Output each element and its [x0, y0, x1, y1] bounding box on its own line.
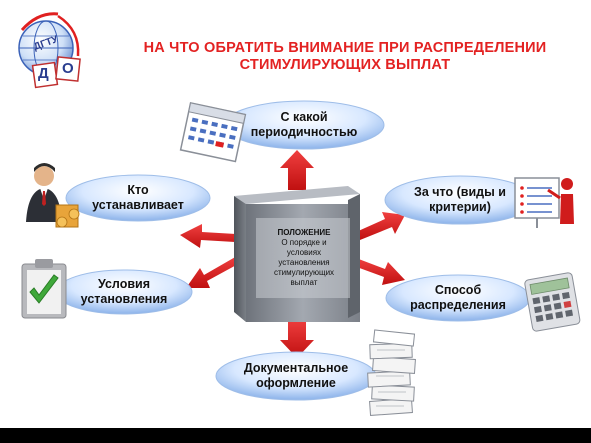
university-logo: [18, 12, 81, 89]
page-title-line1: НА ЧТО ОБРАТИТЬ ВНИМАНИЕ ПРИ РАСПРЕДЕЛЕН…: [143, 40, 547, 56]
center-line3: установления: [278, 258, 330, 267]
logo-letter-left: Д: [38, 65, 49, 82]
node-left-lower-line2: установления: [80, 292, 168, 306]
node-left-upper-line1: Кто: [127, 183, 149, 197]
node-left-lower-label: Условия установления: [56, 271, 192, 313]
presenter-chart-icon: [514, 177, 574, 228]
node-bottom-line1: Документальное: [243, 361, 349, 375]
arrow-right-upper: [356, 212, 405, 240]
arrow-left-upper: [180, 224, 236, 248]
node-right-upper-line1: За что (виды и: [414, 185, 506, 199]
center-line1: О порядке и: [281, 238, 327, 247]
node-top-line1: С какой: [280, 110, 328, 124]
node-right-lower-label: Способ распределения: [386, 277, 530, 319]
node-left-lower-line1: Условия: [97, 277, 150, 291]
node-right-lower-line2: распределения: [410, 298, 506, 312]
node-top-line2: периодичностью: [250, 125, 358, 139]
center-line4: стимулирующих: [273, 268, 335, 277]
center-title: ПОЛОЖЕНИЕ: [277, 228, 331, 237]
logo-letter-right: О: [62, 60, 74, 77]
node-bottom-line2: оформление: [256, 376, 336, 390]
node-top-label: С какой периодичностью: [224, 104, 384, 146]
arrow-right-lower: [354, 258, 405, 285]
node-right-upper-label: За что (виды и критерии): [385, 179, 535, 221]
ovals: [55, 100, 536, 401]
arrow-up: [280, 150, 314, 190]
node-right-lower-line1: Способ: [434, 283, 482, 297]
page-title-line2: СТИМУЛИРУЮЩИХ ВЫПЛАТ: [239, 57, 451, 73]
paper-stack-icon: [367, 329, 416, 416]
arrows: [180, 150, 405, 358]
arrow-left-lower: [186, 256, 240, 288]
node-right-upper-line2: критерии): [429, 200, 491, 214]
node-left-upper-line2: устанавливает: [92, 198, 184, 212]
businessman-icon: [26, 163, 80, 228]
regulation-book: [234, 186, 360, 322]
bottom-band: [0, 428, 591, 443]
center-line2: условиях: [286, 248, 322, 257]
calculator-icon: [524, 272, 581, 332]
arrow-down: [280, 318, 314, 358]
node-bottom-label: Документальное оформление: [216, 355, 376, 397]
calendar-icon: [179, 102, 247, 163]
oval-left-upper: [65, 174, 211, 222]
node-left-upper-label: Кто устанавливает: [66, 177, 210, 219]
center-document-label: ПОЛОЖЕНИЕ О порядке и условиях установле…: [256, 228, 352, 288]
center-line5: выплат: [290, 278, 318, 287]
clipboard-check-icon: [21, 259, 67, 319]
